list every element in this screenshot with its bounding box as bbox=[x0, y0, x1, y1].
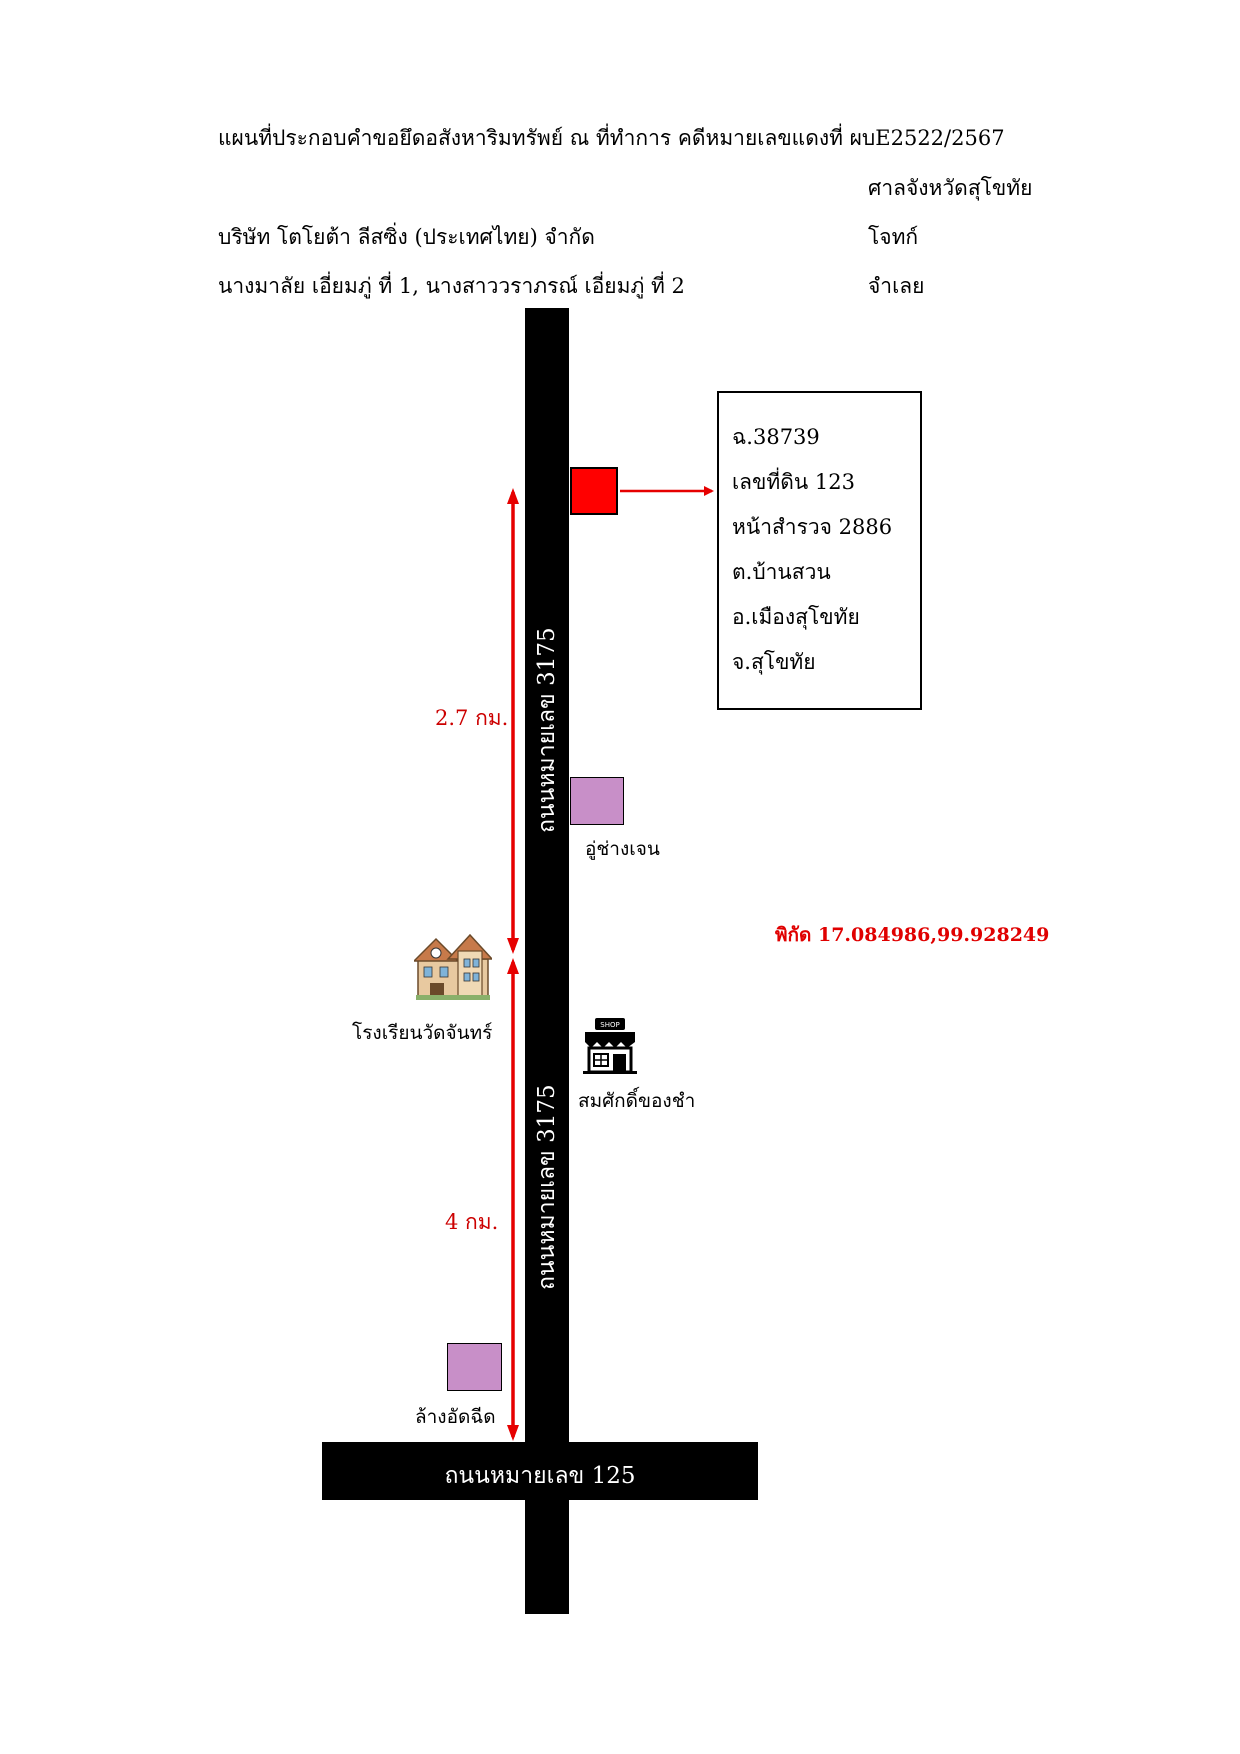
defendant-name: นางมาลัย เอี่ยมภู่ ที่ 1, นางสาววราภรณ์ … bbox=[218, 274, 685, 298]
plaintiff-name: บริษัท โตโยต้า ลีสซิ่ง (ประเทศไทย) จำกัด bbox=[218, 225, 595, 249]
garage-label: อู่ช่างเจน bbox=[585, 838, 660, 860]
distance-label-lower: 4 กม. bbox=[445, 1210, 499, 1234]
defendant-role: จำเลย bbox=[868, 274, 925, 298]
court-name: ศาลจังหวัดสุโขทัย bbox=[868, 176, 1033, 200]
land-number: เลขที่ดิน 123 bbox=[732, 470, 855, 494]
district: อ.เมืองสุโขทัย bbox=[732, 605, 860, 629]
page-title: แผนที่ประกอบคำขอยึดอสังหาริมทรัพย์ ณ ที่… bbox=[218, 126, 1005, 150]
road-125 bbox=[322, 1442, 758, 1500]
school-label: โรงเรียนวัดจันทร์ bbox=[352, 1022, 493, 1044]
property-info-box bbox=[717, 391, 922, 710]
red-square-marker-icon bbox=[570, 467, 618, 515]
survey-page: หน้าสำรวจ 2886 bbox=[732, 515, 893, 539]
garage-icon bbox=[570, 777, 624, 825]
province: จ.สุโขทัย bbox=[732, 650, 816, 674]
shop-label: สมศักดิ์ของชำ bbox=[578, 1090, 696, 1112]
coordinates-label: พิกัด 17.084986,99.928249 bbox=[775, 924, 1050, 946]
distance-arrowhead-lower-top bbox=[507, 958, 519, 974]
road-125-label: ถนนหมายเลข 125 bbox=[444, 1463, 636, 1489]
distance-arrowhead-lower-bottom bbox=[507, 1425, 519, 1441]
distance-arrowhead-upper-bottom bbox=[507, 938, 519, 954]
shop-icon: SHOP bbox=[583, 1018, 637, 1074]
school-building-icon bbox=[414, 933, 492, 1000]
plaintiff-role: โจทก์ bbox=[868, 225, 919, 249]
car-wash-icon bbox=[447, 1343, 502, 1391]
deed-number: ฉ.38739 bbox=[732, 425, 820, 449]
subdistrict: ต.บ้านสวน bbox=[732, 560, 831, 584]
distance-label-upper: 2.7 กม. bbox=[435, 706, 509, 730]
shop-sign-text: SHOP bbox=[600, 1021, 619, 1029]
car-wash-label: ล้างอัดฉีด bbox=[415, 1406, 496, 1428]
distance-arrowhead-upper-top bbox=[507, 488, 519, 504]
road-3175 bbox=[525, 308, 569, 1614]
